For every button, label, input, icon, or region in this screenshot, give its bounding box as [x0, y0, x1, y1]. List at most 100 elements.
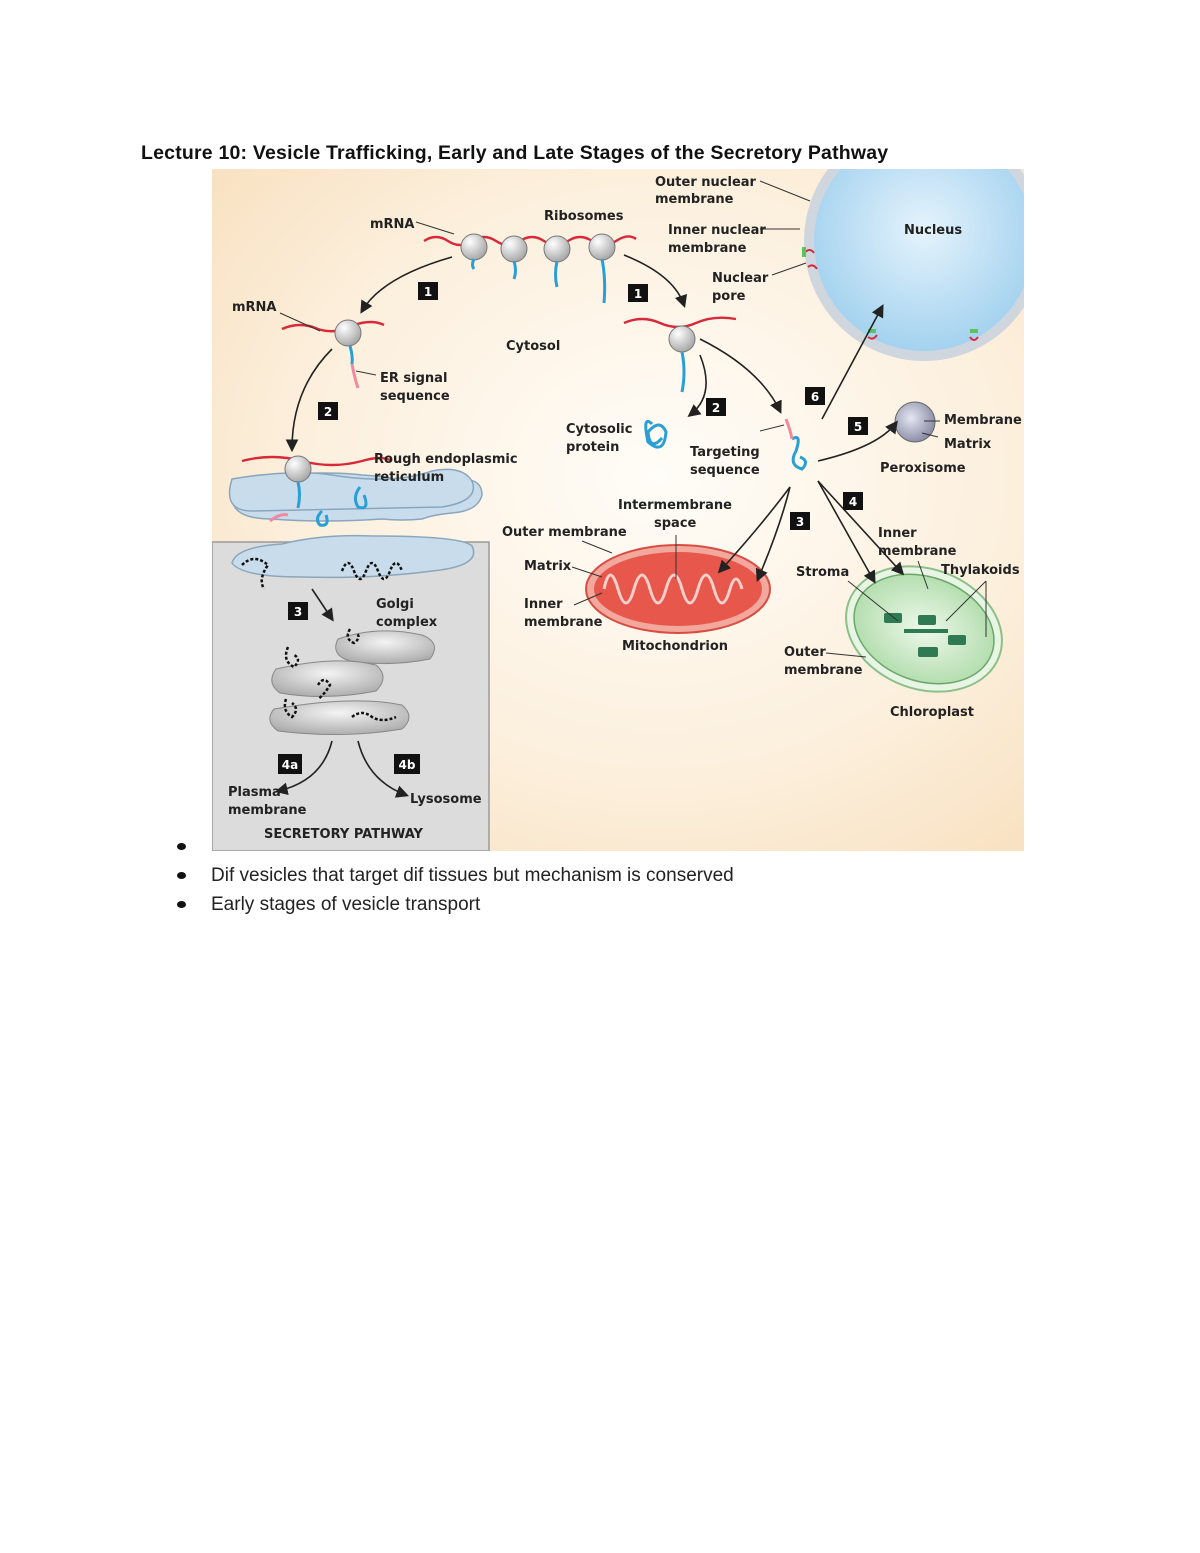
- label-inner-nuclear-membrane-2: membrane: [668, 241, 747, 256]
- nucleus: [802, 169, 1024, 361]
- bullet-icon: [177, 872, 186, 879]
- arrow-ribosomes-to-er: [360, 256, 453, 314]
- label-chloro-outer-membrane-2: membrane: [784, 663, 863, 678]
- label-chloro-outer-membrane: Outer: [784, 645, 826, 660]
- arrow-to-targeting: [699, 338, 782, 414]
- list-item: Dif vesicles that target dif tissues but…: [176, 861, 734, 890]
- label-cytosolic-protein-2: protein: [566, 440, 619, 455]
- svg-text:1: 1: [634, 287, 642, 301]
- label-outer-nuclear-membrane: Outer nuclear: [655, 175, 757, 190]
- label-peroxisome: Peroxisome: [880, 461, 966, 476]
- step-badge-3-mito: 3: [790, 512, 810, 530]
- arrow-down-to-er: [285, 348, 333, 453]
- arrow-to-peroxisome: [817, 420, 898, 462]
- arrow-to-chloro-1: [817, 480, 876, 584]
- targeting-protein: [791, 436, 807, 471]
- label-er-signal: ER signal: [380, 371, 447, 386]
- arrow-to-chloro-2: [817, 480, 905, 576]
- step-badge-1-right: 1: [628, 284, 648, 302]
- page-title: Lecture 10: Vesicle Trafficking, Early a…: [141, 142, 889, 164]
- label-peroxisome-matrix: Matrix: [944, 437, 992, 452]
- chloroplast: [845, 565, 1003, 693]
- arrow-to-lysosome: [357, 740, 410, 798]
- arrow-to-nucleus: [821, 304, 884, 420]
- label-nuclear-pore: Nuclear: [712, 271, 769, 286]
- svg-text:4a: 4a: [282, 758, 298, 772]
- label-er-signal-2: sequence: [380, 389, 450, 404]
- step-badge-2-right: 2: [706, 398, 726, 416]
- step-badge-4: 4: [843, 492, 863, 510]
- label-golgi-2: complex: [376, 615, 438, 630]
- svg-text:1: 1: [424, 285, 432, 299]
- label-golgi: Golgi: [376, 597, 414, 612]
- arrow-to-mito-1: [717, 486, 791, 574]
- label-peroxisome-membrane: Membrane: [944, 413, 1022, 428]
- label-thylakoids: Thylakoids: [941, 563, 1020, 578]
- bullet-icon: [177, 901, 186, 908]
- ribosome-left: [334, 319, 362, 347]
- step-badge-4a: 4a: [278, 754, 302, 774]
- cytosolic-protein-coil: [644, 419, 668, 449]
- mitochondrion: [585, 544, 771, 634]
- svg-text:6: 6: [811, 390, 819, 404]
- label-mito-outer-membrane: Outer membrane: [502, 525, 627, 540]
- label-plasma-membrane: Plasma: [228, 785, 281, 800]
- label-targeting-sequence-2: sequence: [690, 463, 760, 478]
- svg-text:3: 3: [796, 515, 804, 529]
- bullet-icon: [177, 843, 186, 850]
- label-mito-matrix: Matrix: [524, 559, 572, 574]
- label-rough-er-2: reticulum: [374, 470, 444, 485]
- label-rough-er: Rough endoplasmic: [374, 452, 518, 467]
- label-cytosolic-protein: Cytosolic: [566, 422, 632, 437]
- ribosome-right: [668, 325, 696, 353]
- arrow-to-plasma: [274, 740, 333, 796]
- label-targeting-sequence: Targeting: [690, 445, 760, 460]
- label-mrna-top: mRNA: [370, 217, 415, 232]
- step-badge-2-left: 2: [318, 402, 338, 420]
- svg-text:5: 5: [854, 420, 862, 434]
- label-inner-nuclear-membrane: Inner nuclear: [668, 223, 766, 238]
- step-badge-5: 5: [848, 417, 868, 435]
- svg-text:2: 2: [712, 401, 720, 415]
- secretory-panel: [212, 541, 490, 851]
- golgi-complex: [269, 628, 435, 736]
- step-badge-3-golgi: 3: [288, 602, 308, 620]
- arrow-golgi-entry: [311, 588, 334, 622]
- label-chloro-inner-membrane-2: membrane: [878, 544, 957, 559]
- label-mrna-left: mRNA: [232, 300, 277, 315]
- label-intermembrane-space-2: space: [654, 516, 697, 531]
- label-mito-inner-membrane: Inner: [524, 597, 563, 612]
- step-badge-4b: 4b: [394, 754, 420, 774]
- svg-text:2: 2: [324, 405, 332, 419]
- step-badge-1-left: 1: [418, 282, 438, 300]
- arrow-to-cytosolic: [687, 354, 707, 417]
- list-item: [176, 832, 734, 861]
- label-chloro-inner-membrane: Inner: [878, 526, 917, 541]
- label-ribosomes: Ribosomes: [544, 209, 624, 224]
- list-item: Early stages of vesicle transport: [176, 890, 734, 919]
- svg-text:4: 4: [849, 495, 857, 509]
- label-outer-nuclear-membrane-2: membrane: [655, 192, 734, 207]
- label-plasma-membrane-2: membrane: [228, 803, 307, 818]
- label-secretory-pathway: SECRETORY PATHWAY: [264, 827, 424, 842]
- notes-list: Dif vesicles that target dif tissues but…: [176, 832, 734, 919]
- step-badge-6: 6: [805, 387, 825, 405]
- svg-text:4b: 4b: [399, 758, 416, 772]
- protein-sorting-diagram: 1 1 2 2 6 5 4 3 3 4a 4b Outer nuclear me…: [212, 169, 1024, 851]
- label-mitochondrion: Mitochondrion: [622, 639, 728, 654]
- label-stroma: Stroma: [796, 565, 849, 580]
- er-signal-peptide: [350, 363, 360, 389]
- peroxisome: [894, 401, 936, 443]
- arrow-ribosomes-to-free: [623, 254, 688, 309]
- label-mito-inner-membrane-2: membrane: [524, 615, 603, 630]
- label-lysosome: Lysosome: [410, 792, 482, 807]
- label-cytosol: Cytosol: [506, 339, 560, 354]
- arrow-to-mito-2: [755, 486, 791, 582]
- svg-text:3: 3: [294, 605, 302, 619]
- er-signal-chain: [348, 345, 354, 365]
- label-nucleus: Nucleus: [904, 223, 962, 238]
- label-intermembrane-space: Intermembrane: [618, 498, 732, 513]
- ribosomes-top: [460, 233, 616, 304]
- label-nuclear-pore-2: pore: [712, 289, 746, 304]
- label-chloroplast: Chloroplast: [890, 705, 974, 720]
